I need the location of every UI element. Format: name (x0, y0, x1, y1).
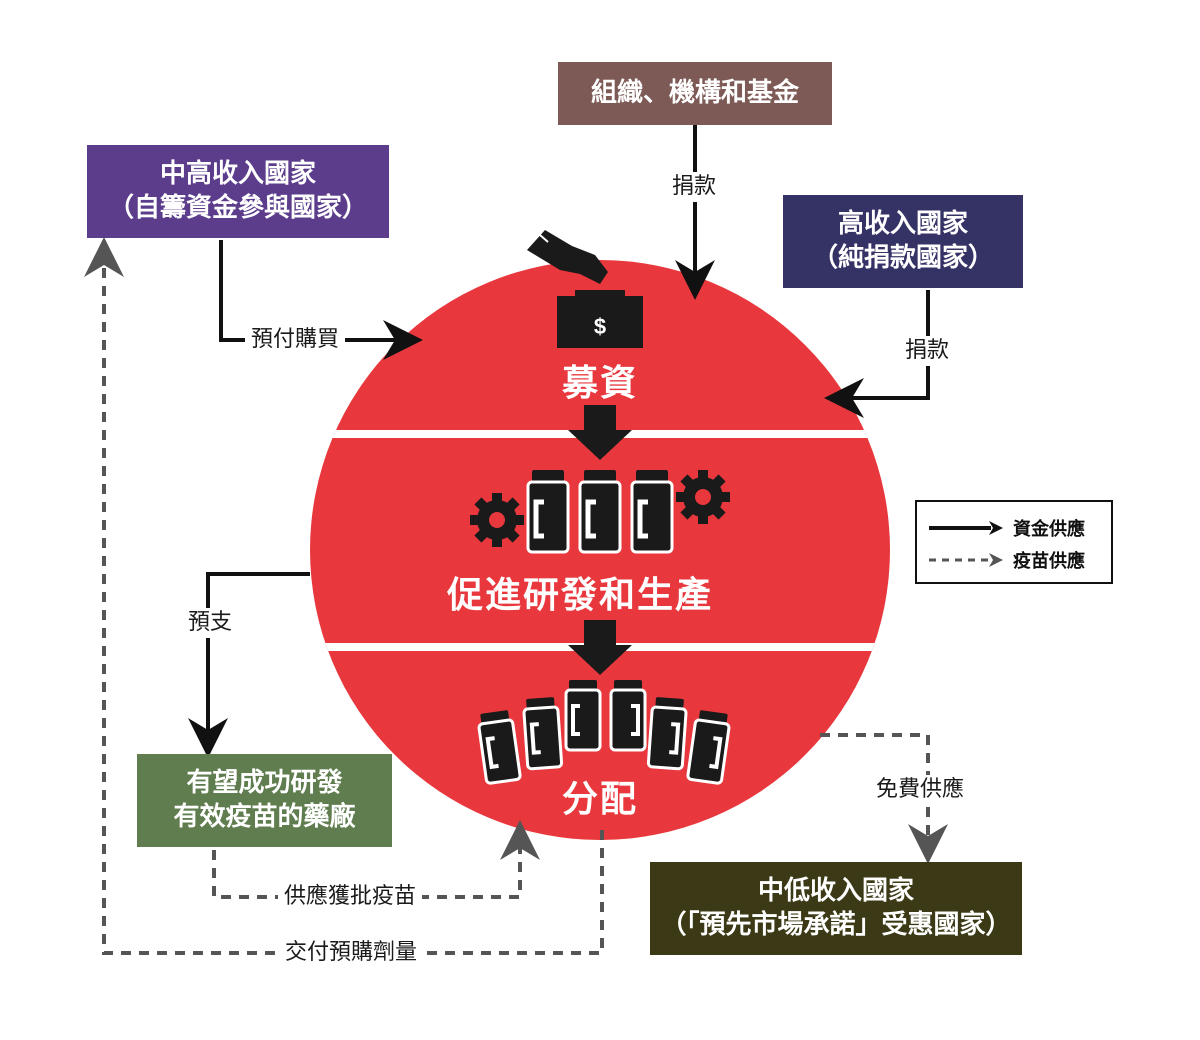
manufacturers-sublabel: 有效疫苗的藥廠 (173, 801, 356, 832)
edge-label-deliver-doses: 交付預購劑量 (279, 938, 424, 968)
stage-arrow-1 (568, 405, 632, 460)
gear-icon-left (470, 493, 524, 547)
upper-middle-income-sublabel: （自籌資金參與國家） (107, 192, 368, 223)
legend-vaccine-label: 疫苗供應 (1013, 551, 1085, 572)
edge-label-donate-top: 捐款 (666, 172, 723, 202)
arrow-advance-payment (188, 572, 310, 758)
high-income-box: 高收入國家 （純捐款國家） (783, 195, 1023, 288)
arrow-high-income-donate (824, 290, 930, 418)
dollar-sign-icon: $ (594, 314, 606, 339)
upper-middle-income-box: 中高收入國家 （自籌資金參與國家） (87, 145, 389, 238)
edge-label-free-supply: 免費供應 (870, 775, 971, 805)
manufacturers-label: 有望成功研發 (186, 767, 343, 798)
lower-income-sublabel: （「預先市場承諾」受惠國家） (660, 909, 1012, 940)
orgs-box: 組織、機構和基金 (558, 62, 832, 125)
vial-icon-dist-5 (646, 697, 688, 771)
manufacturers-box: 有望成功研發 有效疫苗的藥廠 (137, 754, 392, 847)
vial-icon-dist-3 (564, 680, 602, 752)
high-income-label: 高收入國家 (837, 208, 968, 239)
vial-icon-dist-6 (686, 710, 731, 785)
stage-distribute-label: 分配 (562, 778, 639, 820)
legend-row-funding: 資金供應 (927, 516, 1085, 540)
vial-icon-rnd-1 (526, 470, 570, 554)
donation-box-icon: $ (557, 290, 643, 348)
orgs-label: 組織、機構和基金 (590, 77, 799, 108)
stage-fundraise-label: 募資 (562, 362, 639, 404)
dashed-arrow-icon (929, 553, 1003, 567)
legend-row-vaccine: 疫苗供應 (927, 548, 1085, 572)
high-income-sublabel: （純捐款國家） (811, 242, 994, 273)
hand-icon (527, 230, 608, 284)
lower-income-label: 中低收入國家 (757, 875, 914, 906)
stage-rnd-label: 促進研發和生產 (447, 574, 714, 616)
vial-icon-dist-2 (522, 697, 564, 771)
arrow-free-supply (820, 733, 948, 864)
stage-arrow-2 (568, 620, 632, 675)
legend: 資金供應 疫苗供應 (915, 500, 1113, 584)
upper-middle-income-label: 中高收入國家 (159, 158, 316, 189)
gear-icon-right (676, 470, 730, 524)
arrow-upper-middle-prepay (219, 240, 423, 360)
solid-arrow-icon (929, 521, 1003, 535)
legend-funding-label: 資金供應 (1013, 519, 1085, 540)
edge-label-supply-approved: 供應獲批疫苗 (278, 882, 423, 912)
lower-income-box: 中低收入國家 （「預先市場承諾」受惠國家） (650, 862, 1022, 955)
vial-icon-dist-1 (477, 710, 522, 785)
edge-label-donate-right: 捐款 (899, 336, 956, 366)
edge-label-advance: 預支 (182, 608, 239, 638)
edge-label-prepay: 預付購買 (245, 325, 346, 355)
vial-icon-dist-4 (609, 680, 647, 752)
vial-icon-rnd-2 (578, 470, 622, 554)
vial-icon-rnd-3 (630, 470, 674, 554)
arrow-deliver-doses (84, 237, 604, 955)
